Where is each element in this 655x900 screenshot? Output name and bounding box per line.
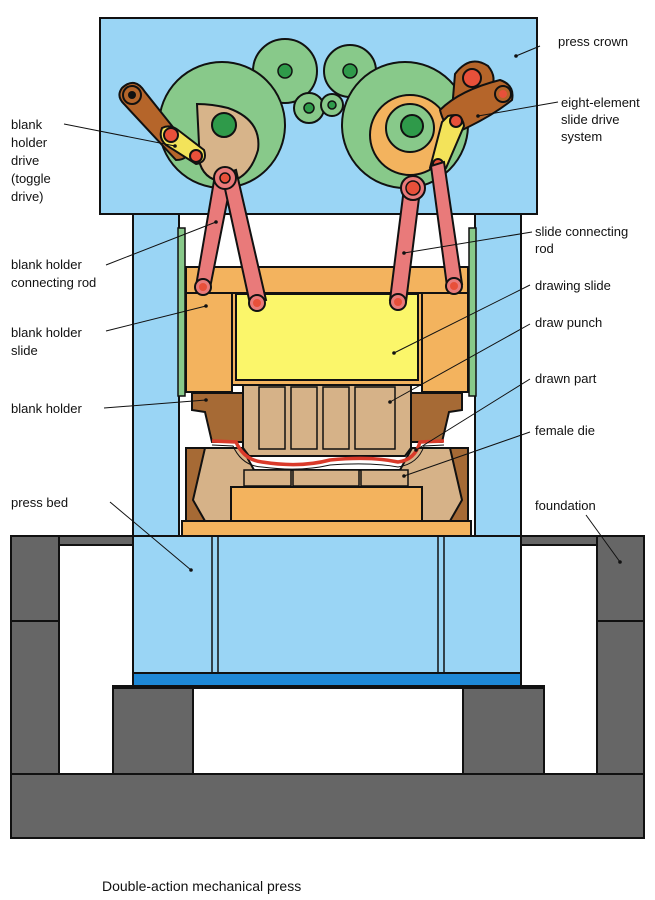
eight-element-drive	[369, 60, 514, 176]
left-rocker-pivot-pin	[128, 91, 136, 99]
leader-dot	[204, 304, 208, 308]
foundation-left-lower	[10, 620, 60, 775]
gear-hub-top-left	[277, 63, 293, 79]
drawn-part	[211, 439, 445, 467]
punch-rib-4	[354, 386, 396, 450]
rod-pin-bottom-3-core	[394, 298, 402, 306]
foundation-structure	[10, 535, 645, 839]
foundation-ledge-left	[58, 535, 134, 546]
die-insert-mid	[292, 469, 360, 487]
blank-holder-drive	[118, 81, 260, 184]
rod-pin-bottom-1-core	[199, 283, 207, 291]
rod-pin-bottom-4-core	[450, 282, 458, 290]
label-foundation: foundation	[535, 498, 596, 513]
leader-blank-holder-slide	[105, 305, 207, 332]
leader-dot	[392, 351, 396, 355]
drawing-slide	[235, 293, 419, 381]
left-main-shaft-hub	[211, 112, 237, 138]
foundation-inner-left	[112, 685, 194, 775]
press-bed-body	[132, 535, 522, 674]
drawn-part-edge	[211, 444, 445, 470]
punch-rib-3	[322, 386, 350, 450]
leader-dot	[476, 114, 480, 118]
label-blank-holder-connecting-rod: blank holder connecting rod	[11, 257, 96, 290]
leader-dot	[514, 54, 518, 58]
leader-dot	[214, 220, 218, 224]
leader-foundation	[585, 514, 621, 563]
blank-holder-slide-top	[185, 266, 469, 294]
label-blank-holder-slide: blank holder slide	[11, 325, 85, 358]
press-bed-slot-left	[211, 535, 219, 674]
press-bed	[132, 535, 522, 687]
leader-blank-holder-connecting-rod	[105, 221, 217, 266]
leader-eight-element	[477, 101, 559, 117]
leader-dot	[189, 568, 193, 572]
press-bed-slot-right	[437, 535, 445, 674]
leader-dot	[618, 560, 622, 564]
leader-press-bed	[109, 501, 192, 571]
leader-drawn-part	[415, 378, 531, 451]
foundation-inner-right	[462, 685, 545, 775]
bolster-plate	[181, 520, 472, 537]
die-insert-right	[360, 469, 409, 487]
foundation-right-lower	[596, 620, 645, 775]
foundation-base	[10, 773, 645, 839]
foundation-right-upper	[596, 535, 645, 622]
right-rocker-pivot	[462, 68, 482, 88]
die-insert-base	[230, 486, 423, 522]
foundation-ledge-right	[520, 535, 598, 546]
gear-hub-top-right	[342, 63, 358, 79]
blank-holder-right	[410, 392, 463, 443]
slides	[185, 266, 469, 393]
label-drawn-part: drawn part	[535, 371, 597, 386]
leader-dot	[173, 144, 177, 148]
leader-drawing-slide	[393, 284, 531, 354]
draw-punch	[242, 384, 412, 457]
left-toggle-pin-a	[163, 127, 179, 143]
foundation-left-upper	[10, 535, 60, 622]
rod-pin-top-right-core	[405, 180, 421, 196]
leader-blank-holder-drive	[63, 123, 176, 147]
leader-lines	[63, 45, 622, 572]
label-press-crown: press crown	[558, 34, 628, 49]
frame-column-left	[132, 213, 180, 537]
right-link-pin-a	[449, 114, 463, 128]
rod-pin-top-left-core	[219, 172, 231, 184]
label-female-die: female die	[535, 423, 595, 438]
label-blank-holder-drive: blank holder drive (toggle drive)	[11, 117, 54, 204]
leader-dot	[414, 448, 418, 452]
leader-dot	[388, 400, 392, 404]
right-main-shaft-hub	[400, 114, 424, 138]
label-slide-connecting-rod: slide connecting rod	[535, 224, 632, 256]
die-assembly	[181, 447, 472, 537]
die-insert-left	[243, 469, 292, 487]
gear-hub-center-left	[303, 102, 315, 114]
punch-rib-2	[290, 386, 318, 450]
press-frame	[132, 213, 522, 537]
leader-dot	[204, 398, 208, 402]
leader-draw-punch	[389, 323, 531, 403]
labels: press crown eight-element slide drive sy…	[11, 34, 643, 513]
rod-pin-bottom-2-core	[253, 299, 261, 307]
label-drawing-slide: drawing slide	[535, 278, 611, 293]
connecting-rods	[194, 160, 464, 312]
label-blank-holder: blank holder	[11, 401, 82, 416]
label-press-bed: press bed	[11, 495, 68, 510]
gear-hub-center-right	[327, 100, 337, 110]
press-bed-strip	[132, 672, 522, 687]
label-eight-element: eight-element slide drive system	[561, 95, 643, 144]
frame-column-right	[474, 213, 522, 537]
figure-caption: Double-action mechanical press	[102, 878, 301, 894]
leader-dot	[402, 474, 406, 478]
label-draw-punch: draw punch	[535, 315, 602, 330]
leader-blank-holder	[103, 399, 207, 409]
right-crank-pivot-pin	[499, 90, 507, 98]
leader-slide-connecting-rod	[403, 231, 533, 254]
leader-female-die	[403, 431, 531, 477]
leader-dot	[402, 251, 406, 255]
left-toggle-pin-b	[189, 149, 203, 163]
leader-press-crown	[515, 45, 541, 57]
punch-rib-1	[258, 386, 286, 450]
